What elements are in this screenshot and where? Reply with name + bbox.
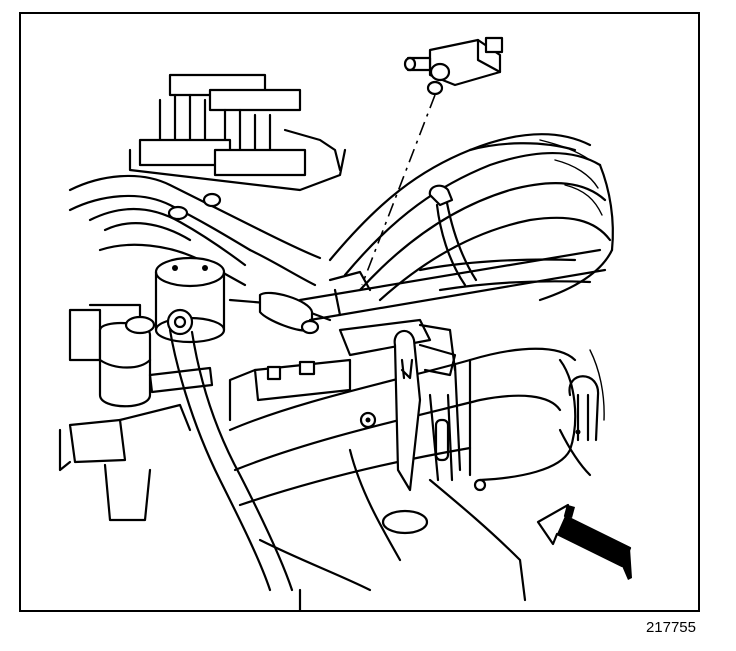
intake-manifold bbox=[328, 133, 614, 302]
vacuum-hose bbox=[148, 308, 294, 592]
leader-line bbox=[361, 94, 436, 286]
mounting-bracket bbox=[359, 329, 487, 492]
direction-arrow bbox=[536, 503, 632, 580]
callout-component bbox=[403, 36, 504, 96]
egr-valve bbox=[58, 303, 192, 522]
ignition-coils bbox=[128, 73, 347, 192]
throttle-body bbox=[228, 291, 457, 422]
figure-number: 217755 bbox=[645, 619, 696, 636]
plug-wires bbox=[68, 174, 322, 287]
hairpin-clip bbox=[558, 349, 605, 477]
figure-frame bbox=[19, 12, 700, 612]
connector-hose bbox=[428, 184, 478, 287]
canister bbox=[154, 256, 226, 344]
fuel-rail bbox=[298, 248, 607, 322]
